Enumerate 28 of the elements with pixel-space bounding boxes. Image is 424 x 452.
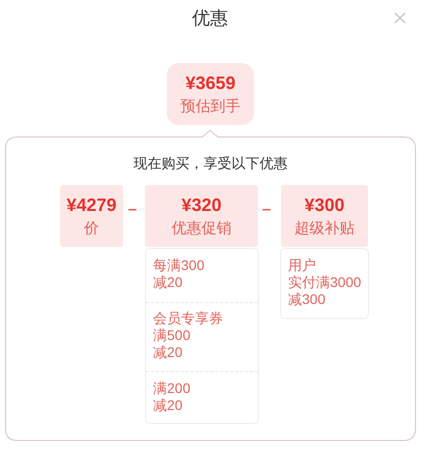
price-box bbox=[281, 185, 368, 247]
offer-text: 用户 bbox=[288, 257, 316, 274]
minus-sign: – bbox=[262, 200, 271, 220]
offer-text: 实付满3000 bbox=[288, 274, 362, 291]
price-value: ¥300 bbox=[303, 194, 346, 216]
panel-heading: 现在购买，享受以下优惠 bbox=[132, 154, 288, 172]
offer-text: 每满300 bbox=[153, 257, 204, 274]
offer-text: 满200 bbox=[153, 380, 190, 397]
offer-text: 减300 bbox=[288, 291, 326, 308]
price-value: ¥320 bbox=[180, 194, 223, 216]
price-label: 预估到手 bbox=[180, 97, 242, 117]
offer-panel bbox=[5, 130, 416, 441]
price-summary-box bbox=[167, 63, 254, 125]
offer-text: 满500 bbox=[153, 327, 190, 344]
offer-text: 会员专享券 bbox=[153, 310, 223, 327]
price-label: 优惠促销 bbox=[170, 219, 232, 239]
dialog-title: 优惠 bbox=[191, 7, 229, 30]
offer-text: 减20 bbox=[153, 344, 183, 361]
minus-sign: – bbox=[128, 200, 137, 220]
price-value: ¥3659 bbox=[184, 72, 237, 94]
price-value: ¥4279 bbox=[65, 194, 118, 216]
price-box bbox=[60, 185, 123, 247]
offer-text: 减20 bbox=[153, 397, 183, 414]
price-label: 价 bbox=[83, 219, 100, 239]
offer-card bbox=[146, 249, 258, 423]
price-box bbox=[145, 185, 258, 247]
price-label: 超级补贴 bbox=[294, 219, 356, 239]
offer-text: 减20 bbox=[153, 274, 183, 291]
